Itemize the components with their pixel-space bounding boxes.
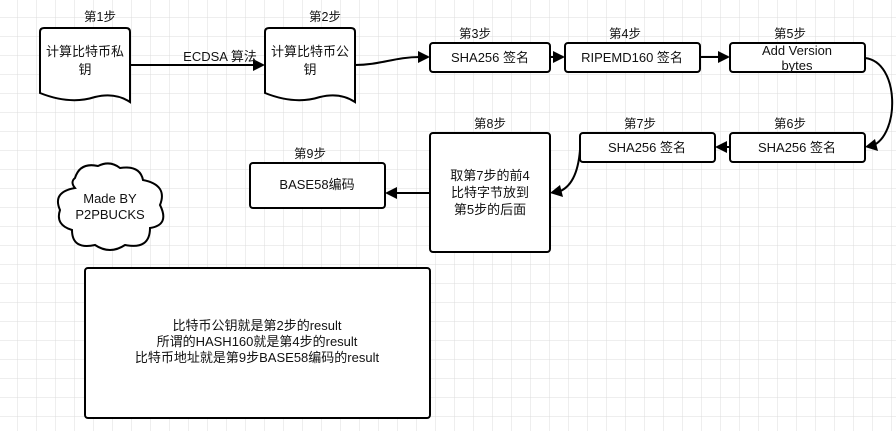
step-7-node[interactable]: SHA256 签名 — [579, 132, 716, 163]
step-9-label: 第9步 — [294, 147, 326, 161]
step-8-node[interactable]: 取第7步的前4 比特字节放到 第5步的后面 — [429, 132, 551, 253]
step-8-text-line: 比特字节放到 — [451, 185, 529, 200]
step-1-text-line: 计算比特币私 — [46, 44, 124, 59]
step-7-text: SHA256 签名 — [608, 140, 686, 155]
cloud-text-line: P2PBUCKS — [75, 207, 145, 222]
edge-1-2 — [130, 59, 265, 71]
note-line: 所谓的HASH160就是第4步的result — [157, 334, 358, 349]
cloud-note[interactable]: Made BY P2PBUCKS — [56, 162, 165, 251]
step-1-text-line: 钥 — [78, 62, 91, 77]
edge-2-3 — [354, 51, 430, 66]
step-2-label: 第2步 — [309, 10, 341, 24]
edge-5-6 — [864, 57, 894, 151]
edge-8-9 — [385, 187, 430, 199]
step-3-label: 第3步 — [459, 27, 491, 41]
step-5-text-line: bytes — [781, 58, 813, 73]
step-9-text: BASE58编码 — [279, 177, 354, 192]
step-4-label: 第4步 — [609, 27, 641, 41]
step-2-node[interactable]: 计算比特币公 钥 — [264, 27, 356, 104]
step-9-node[interactable]: BASE58编码 — [249, 162, 386, 209]
step-2-text-line: 钥 — [303, 62, 316, 77]
step-4-node[interactable]: RIPEMD160 签名 — [564, 42, 701, 73]
step-5-text-line: Add Version — [762, 43, 832, 58]
step-1-label: 第1步 — [84, 10, 116, 24]
edge-4-5 — [700, 51, 730, 63]
step-3-node[interactable]: SHA256 签名 — [429, 42, 551, 73]
step-5-node[interactable]: Add Version bytes — [729, 42, 866, 73]
cloud-text-line: Made BY — [83, 191, 137, 206]
step-8-text-line: 第5步的后面 — [454, 202, 526, 217]
step-6-label: 第6步 — [774, 117, 806, 131]
step-8-label: 第8步 — [474, 117, 506, 131]
note-line: 比特币公钥就是第2步的result — [172, 318, 341, 333]
step-6-node[interactable]: SHA256 签名 — [729, 132, 866, 163]
step-8-text-line: 取第7步的前4 — [450, 168, 529, 183]
step-4-text: RIPEMD160 签名 — [581, 50, 683, 65]
step-1-node[interactable]: 计算比特币私 钥 — [39, 27, 131, 104]
step-6-text: SHA256 签名 — [758, 140, 836, 155]
step-7-label: 第7步 — [624, 117, 656, 131]
note-line: 比特币地址就是第9步BASE58编码的result — [135, 350, 380, 365]
step-5-label: 第5步 — [774, 27, 806, 41]
summary-note[interactable]: 比特币公钥就是第2步的result 所谓的HASH160就是第4步的result… — [84, 267, 431, 419]
edge-label-ecdsa: ECDSA 算法 — [183, 49, 257, 64]
step-2-text-line: 计算比特币公 — [271, 44, 349, 59]
step-3-text: SHA256 签名 — [451, 50, 529, 65]
